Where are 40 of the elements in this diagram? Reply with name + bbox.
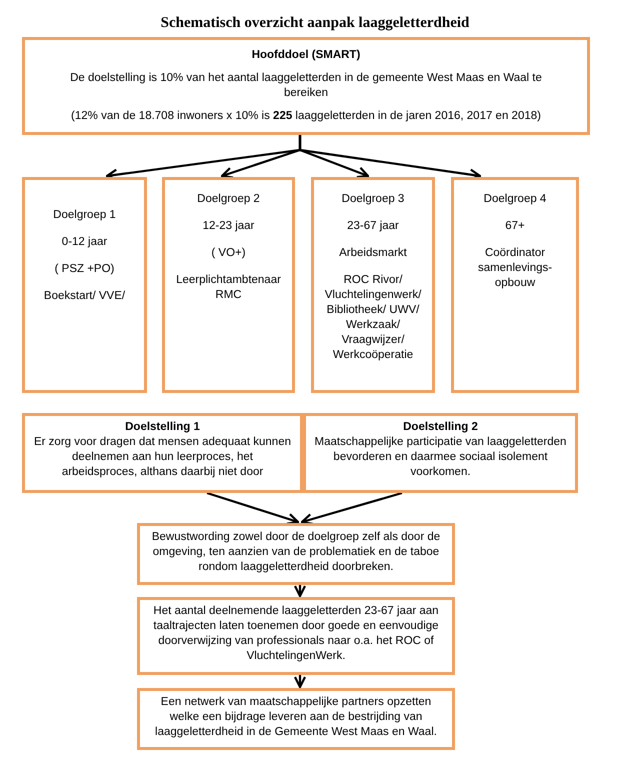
arrow [206, 492, 300, 525]
description: Doelgroep 2 [197, 192, 260, 207]
text-box [22, 177, 147, 393]
text-box [303, 413, 578, 493]
description: ROC Rivor/ Vluchtelingenwerk/ Bibliotheek/ UWV/ Werkzaak/ Vraagwijzer/ Werkcoöperatie [324, 273, 422, 363]
description: 67+ [505, 219, 525, 234]
description: Het aantal deelnemende laaggeletterden 23-67 jaar aan taaltrajecten laten toenemen door goede en eenvoudige doorverwijzing van professionals naar o.a. het ROC of VluchtelingenWerk. [152, 604, 440, 664]
description: 23-67 jaar [347, 219, 399, 234]
arrow [294, 584, 306, 598]
text-box [137, 688, 455, 750]
heading: Doelstelling 2 [403, 420, 478, 435]
text-box [137, 523, 455, 585]
description: Doelgroep 1 [53, 208, 116, 223]
description: Arbeidsmarkt [339, 246, 407, 261]
description: Maatschappelijke participatie van laaggeletterden bevorderen en daarmee sociaal isolement voorkomen. [314, 435, 567, 480]
description: Leerplichtambtenaar RMC [175, 273, 282, 303]
text-box [22, 37, 590, 135]
description: De doelstelling is 10% van het aantal laaggeletterden in de gemeente West Maas en Waal te bereiken [69, 71, 543, 101]
description: Een netwerk van maatschappelijke partners opzetten welke een bijdrage leveren aan de bestrijding van laaggeletterdheid in de Gemeente West Maas en Waal. [154, 695, 438, 740]
description: Coördinator samenlevings-opbouw [478, 246, 552, 291]
text-box [162, 177, 295, 393]
description: (12% van de 18.708 inwoners x 10% is 225 laaggeletterden in de jaren 2016, 2017 en 2018) [71, 109, 541, 124]
description: 0-12 jaar [62, 235, 108, 250]
description: Er zorg voor dragen dat mensen adequaat kunnen deelnemen aan hun leerproces, het arbeidsproces, althans daarbij niet door [33, 435, 292, 480]
arrow [294, 675, 306, 688]
description: ( PSZ +PO) [54, 262, 114, 277]
description: Doelgroep 4 [484, 192, 546, 207]
arrow [300, 492, 402, 526]
description: ( VO+) [211, 246, 246, 261]
text-box [451, 177, 579, 393]
heading: Doelstelling 1 [125, 420, 200, 435]
text-box [22, 413, 303, 493]
text-box [311, 177, 435, 393]
description: Bewustwording zowel door de doelgroep zelf als door de omgeving, ten aanzien van de problematiek en de taboe rondom laaggeletterdheid doorbreken. [150, 530, 442, 575]
title: Schematisch overzicht aanpak laaggeletterdheid [160, 14, 470, 33]
text-box [137, 597, 455, 675]
heading: Hoofddoel (SMART) [252, 48, 360, 63]
description: Boekstart/ VVE/ [44, 289, 126, 304]
description: Doelgroep 3 [342, 192, 404, 207]
description: 12-23 jaar [202, 219, 254, 234]
